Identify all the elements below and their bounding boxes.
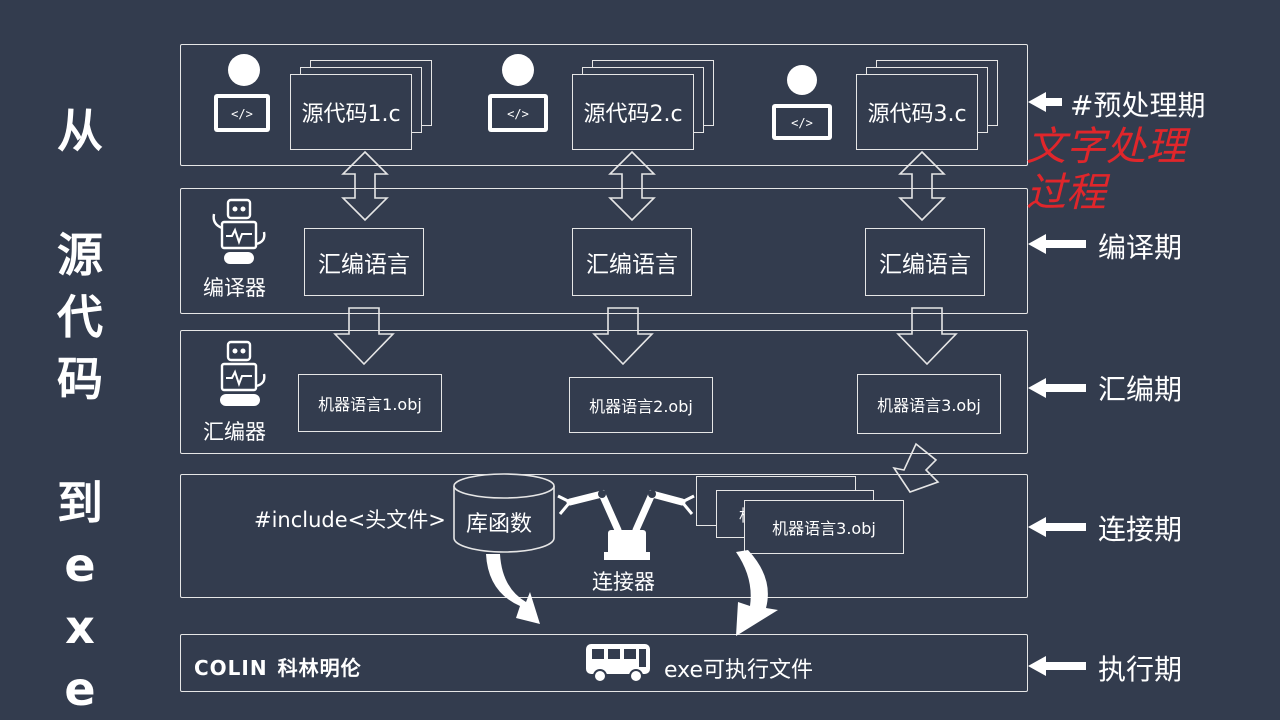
exe-label: exe可执行文件 [664,658,814,683]
down-arrow-icon [896,307,958,366]
title-char: 码 [57,352,103,406]
title-char: e [64,662,96,716]
diagonal-arrow-icon [892,442,940,493]
stage-compile: 编译期 [1098,231,1183,264]
double-arrow-icon [341,150,389,222]
svg-text:</>: </> [791,116,813,130]
source-file-1[interactable]: 源代码1.c [290,74,412,150]
robot-arm-icon [557,489,695,560]
brand-cn: 科林明伦 [277,656,362,680]
band-execute [180,634,1028,692]
band-preprocess [180,44,1028,166]
double-arrow-icon [608,150,656,222]
svg-text:</>: </> [507,107,529,121]
stage-link: 连接期 [1098,513,1183,546]
band-link [180,474,1028,598]
vertical-title: 从 源 代 码 到 e x e [52,100,108,720]
brand-logo: COLIN 科林明伦 [194,652,362,681]
arrow-left-icon [1028,234,1086,254]
library-cylinder [453,473,555,553]
obj-box-2[interactable]: 机器语言2.obj [569,377,713,433]
source-file-2[interactable]: 源代码2.c [572,74,694,150]
compiler-label: 编译器 [203,276,266,300]
band-assemble [180,330,1028,454]
curved-arrow-icon [736,550,778,636]
handwritten-annotation: 文字处理过程 [1026,124,1186,216]
arrow-left-icon [1028,517,1086,537]
include-text: #include<头文件> [254,508,446,532]
programmer-icon: </> [488,54,548,132]
title-char: 从 [57,104,103,158]
bus-icon [586,644,650,683]
svg-text:</>: </> [231,107,253,121]
stage-assemble: 汇编期 [1098,373,1183,406]
arrow-left-icon [1028,656,1086,676]
library-label: 库函数 [466,512,533,537]
programmer-icon: </> [214,54,270,132]
brand-latin: COLIN [194,656,268,680]
title-char: 到 [57,476,103,530]
arrow-left-icon [1028,378,1086,398]
arrow-left-icon [1028,92,1062,112]
source-file-3[interactable]: 源代码3.c [856,74,978,150]
stage-preprocess: #预处理期 [1070,89,1206,122]
double-arrow-icon [898,150,946,222]
band-compile [180,188,1028,314]
robot-icon [220,340,266,406]
linker-label: 连接器 [592,570,655,594]
curved-arrow-icon [486,554,540,624]
title-char: x [65,600,95,654]
down-arrow-icon [333,307,395,366]
title-char: 代 [57,290,103,344]
robot-icon [212,198,266,264]
title-char: 源 [57,228,103,282]
obj-box-3[interactable]: 机器语言3.obj [857,374,1001,434]
asm-box-3[interactable]: 汇编语言 [865,228,985,296]
down-arrow-icon [592,307,654,366]
obj-stack-front[interactable]: 机器语言3.obj [744,500,904,554]
assembler-label: 汇编器 [203,420,266,444]
programmer-icon: </> [772,65,832,140]
asm-box-2[interactable]: 汇编语言 [572,228,692,296]
stage-execute: 执行期 [1098,653,1183,686]
asm-box-1[interactable]: 汇编语言 [304,228,424,296]
title-char: e [64,538,96,592]
obj-box-1[interactable]: 机器语言1.obj [298,374,442,432]
